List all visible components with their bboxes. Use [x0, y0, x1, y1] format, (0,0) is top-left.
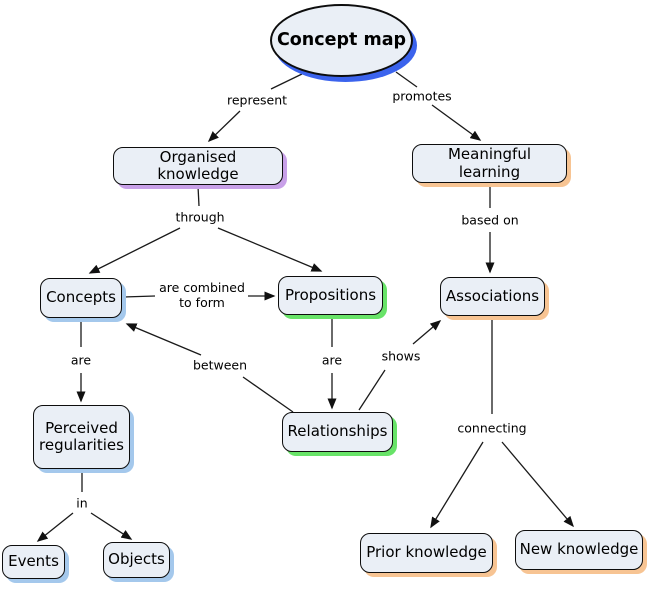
link-label-shows[interactable]: shows — [381, 348, 421, 364]
link-label-promotes[interactable]: promotes — [392, 88, 452, 104]
node-perceived-regularities[interactable]: Perceived regularities — [33, 405, 130, 469]
link-label-represent[interactable]: represent — [226, 92, 288, 108]
connector-line — [395, 71, 418, 88]
connector-line — [125, 323, 202, 356]
link-label-are-propositions[interactable]: are — [321, 352, 343, 368]
connector-line — [430, 441, 484, 529]
connector-line — [270, 73, 303, 90]
connector-line — [90, 512, 133, 540]
connector-line — [36, 512, 74, 542]
node-prior-knowledge[interactable]: Prior knowledge — [360, 533, 493, 573]
node-meaningful-learning[interactable]: Meaningful learning — [412, 144, 567, 183]
node-new-knowledge[interactable]: New knowledge — [515, 530, 643, 570]
connector-line — [207, 110, 241, 143]
connector-line — [88, 227, 181, 274]
link-label-are-concepts[interactable]: are — [70, 352, 92, 368]
link-label-between[interactable]: between — [192, 357, 248, 373]
node-concepts[interactable]: Concepts — [40, 278, 122, 318]
node-concept-map[interactable]: Concept map — [270, 4, 413, 77]
link-label-based-on[interactable]: based on — [461, 212, 519, 228]
connector-line — [501, 441, 574, 528]
node-relationships[interactable]: Relationships — [282, 412, 393, 452]
node-events[interactable]: Events — [2, 545, 65, 579]
link-label-through[interactable]: through — [175, 209, 225, 225]
link-label-connecting[interactable]: connecting — [457, 420, 527, 436]
link-label-are-combined-to-form[interactable]: are combined to form — [159, 280, 245, 310]
connector-line — [431, 104, 482, 141]
node-organised-knowledge[interactable]: Organised knowledge — [113, 147, 283, 185]
connector-line — [122, 295, 156, 298]
connector-line — [242, 376, 294, 413]
connector-line — [197, 185, 200, 207]
connector-line — [217, 227, 323, 272]
node-propositions[interactable]: Propositions — [278, 276, 383, 315]
connector-line — [412, 320, 442, 345]
connector-line — [358, 369, 386, 411]
link-label-in[interactable]: in — [76, 495, 88, 511]
node-objects[interactable]: Objects — [103, 542, 170, 578]
node-associations[interactable]: Associations — [440, 277, 545, 316]
